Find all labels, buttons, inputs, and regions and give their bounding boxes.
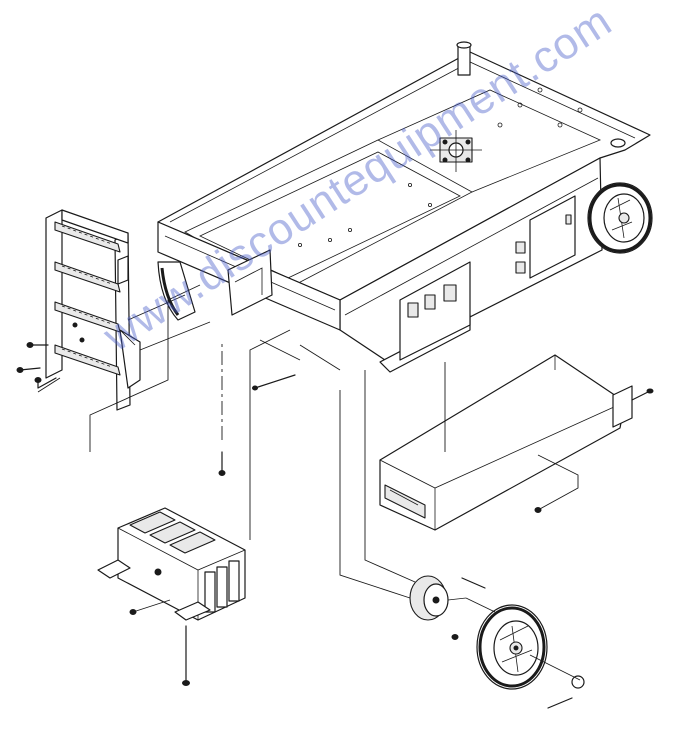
leader-lines: [37, 284, 581, 681]
chassis-rear-wheel: [587, 182, 653, 254]
loose-pins: [218, 374, 296, 476]
manifold-assembly: [430, 130, 482, 172]
drive-hardware: [451, 577, 486, 640]
controller-hardware: [129, 609, 190, 686]
chassis-frame: [157, 41, 651, 373]
ladder-hardware: [16, 342, 57, 389]
wheel-hardware: [547, 675, 585, 709]
drive-wheel: [476, 604, 548, 690]
chassis-front-wheel: [157, 261, 196, 321]
entry-ladder: [45, 209, 141, 411]
power-unit: [379, 354, 633, 531]
controller-box: [97, 507, 246, 621]
drive-motor: [409, 575, 467, 621]
